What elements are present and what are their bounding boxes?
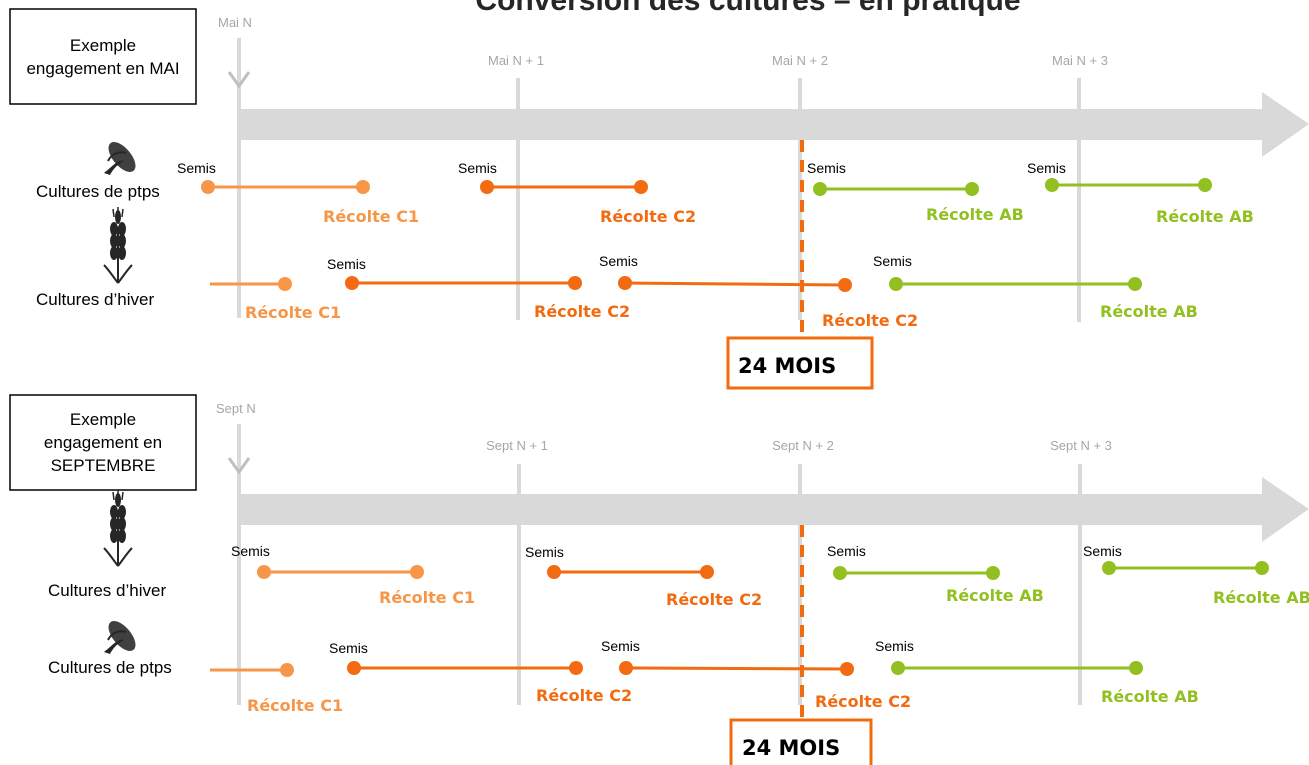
sowing-label: Semis [599,253,638,269]
crop-segment-c1 [201,180,370,194]
duration-box [729,718,873,765]
crop-segment-c2 [345,276,582,290]
sowing-label: Semis [177,160,216,176]
crop-segment-c2 [618,276,852,292]
harvest-label: Récolte C2 [534,302,630,321]
crop-segment-ab [889,277,1142,291]
start-label: Mai N [218,15,252,30]
harvest-label: Récolte AB [926,205,1024,224]
sowing-label: Semis [329,640,368,656]
year-label: Sept N + 1 [486,438,548,453]
sowing-label: Semis [807,160,846,176]
crop-segment-ab [813,182,979,196]
harvest-label: Récolte C2 [822,311,918,330]
year-label: Mai N + 3 [1052,53,1108,68]
sowing-label: Semis [525,544,564,560]
harvest-label: Récolte C1 [247,696,343,715]
harvest-label: Récolte AB [1101,687,1199,706]
harvest-label: Récolte AB [1156,207,1254,226]
corn-icon [104,142,136,175]
sowing-label: Semis [601,638,640,654]
crop-segment-c2 [547,565,714,579]
crop-segment-c1 [210,663,294,677]
sowing-label: Semis [231,543,270,559]
crop-segment-ab [833,566,1000,580]
sowing-label: Semis [458,160,497,176]
wheat-icon [103,207,133,284]
harvest-label: Récolte C2 [600,207,696,226]
panel-september: Exemple engagement en SEPTEMBRE Sept N S… [9,394,1309,765]
harvest-label: Récolte C1 [379,588,475,607]
duration-box [726,336,874,390]
duration-label: 24 MOIS [742,736,840,760]
row-label-winter: Cultures d’hiver [36,290,154,309]
sowing-label: Semis [827,543,866,559]
timeline-arrow [239,477,1309,542]
crop-segment-c2 [619,661,854,676]
harvest-label: Récolte AB [1213,588,1309,607]
sowing-label: Semis [327,256,366,272]
crop-segment-ab [1045,178,1212,192]
harvest-label: Récolte C2 [815,692,911,711]
wheat-icon [103,490,133,567]
duration-label: 24 MOIS [738,354,836,378]
example-label: Exemple engagement en MAI [26,35,180,78]
crop-segment-c2 [347,661,583,675]
start-label: Sept N [216,401,256,416]
row-label-spring: Cultures de ptps [48,658,172,677]
sowing-label: Semis [1083,543,1122,559]
example-label: Exemple engagement en SEPTEMBRE [43,410,163,475]
harvest-label: Récolte C1 [245,303,341,322]
sowing-label: Semis [873,253,912,269]
start-down-arrow-icon [227,457,251,475]
panel-may: Exemple engagement en MAI Mai N Mai N + … [9,8,1309,390]
corn-icon [104,621,136,654]
crop-segment-c1 [210,277,292,291]
sowing-label: Semis [875,638,914,654]
crop-segment-ab [1102,561,1269,575]
diagram-title: Conversion des cultures – en pratique [475,0,1020,17]
year-label: Sept N + 3 [1050,438,1112,453]
sowing-label: Semis [1027,160,1066,176]
example-box [9,394,197,491]
year-label: Mai N + 1 [488,53,544,68]
crop-segment-ab [891,661,1143,675]
harvest-label: Récolte C2 [536,686,632,705]
crop-segment-c1 [257,565,424,579]
crop-segment-c2 [480,180,648,194]
harvest-label: Récolte AB [946,586,1044,605]
harvest-label: Récolte AB [1100,302,1198,321]
harvest-label: Récolte C1 [323,207,419,226]
start-down-arrow-icon [227,71,251,89]
year-label: Mai N + 2 [772,53,828,68]
year-label: Sept N + 2 [772,438,834,453]
example-box [9,8,197,105]
harvest-label: Récolte C2 [666,590,762,609]
timeline-arrow [239,92,1309,157]
row-label-spring: Cultures de ptps [36,182,160,201]
row-label-winter: Cultures d’hiver [48,581,166,600]
